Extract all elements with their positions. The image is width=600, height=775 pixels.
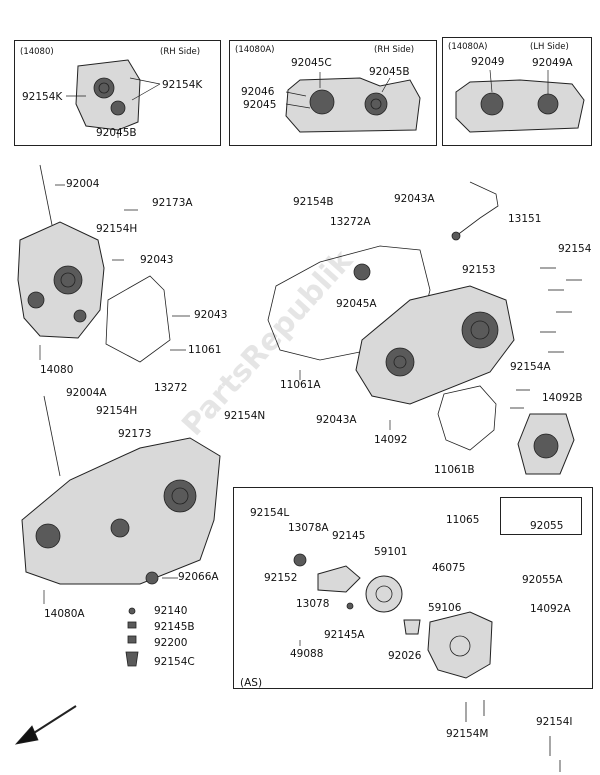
part-label: 92154N [224,410,266,422]
part-label: 92153 [462,264,496,276]
part-label: 11065 [446,514,480,526]
inset2-code: (14080A) [235,45,275,55]
cover-14092b [517,413,575,475]
part-label: 92055A [522,574,563,586]
part-label: 92173 [118,428,152,440]
part-label: 92066A [178,571,219,583]
part-label: 59106 [428,602,462,614]
inset3-label-1: 92049 [471,56,505,68]
bolt-set-92154 [510,267,582,409]
part-label: 92004A [66,387,107,399]
gasket-11061 [105,275,171,363]
part-label: 92055 [530,520,564,532]
small-parts-left [125,607,139,667]
part-label: 11061A [280,379,321,391]
part-label: 92145B [154,621,195,633]
part-label: 14092B [542,392,583,404]
gasket-11061b [437,385,497,451]
clutch-cover-14092 [267,245,515,430]
inset-crankcase-lh [455,69,585,133]
sensor-13151 [455,181,499,237]
part-label: 92173A [152,197,193,209]
part-label: 92043A [316,414,357,426]
part-label: 92145 [332,530,366,542]
part-label: 92154 [558,243,592,255]
part-label: 92154H [96,405,138,417]
bolts-bottom [465,700,561,772]
part-label: 92145A [324,629,365,641]
part-label: 92154H [96,223,138,235]
part-label: 14092 [374,434,408,446]
part-label: 92043 [194,309,228,321]
part-label: 14080 [40,364,74,376]
inset1-label-3: 92045B [96,127,137,139]
part-label: 92152 [264,572,298,584]
part-label: 92154L [250,507,290,519]
part-label: 49088 [290,648,324,660]
sub-box-11065 [500,497,582,535]
part-label: 14080A [44,608,85,620]
part-label: 59101 [374,546,408,558]
inset3-side: (LH Side) [530,42,569,52]
part-label: 13272A [330,216,371,228]
gear-assembly-49088 [293,553,493,679]
inset3-label-2: 92049A [532,57,573,69]
inset2-label-1: 92045C [291,57,332,69]
inset2-label-3: 92046 [241,86,275,98]
part-label: 92026 [388,650,422,662]
part-label: 92154C [154,656,195,668]
part-label: 92043 [140,254,174,266]
inset2-label-2: 92045B [369,66,410,78]
part-label: 92004 [66,178,100,190]
inset1-side: (RH Side) [160,47,201,57]
part-label: 13078 [296,598,330,610]
part-label: 92200 [154,637,188,649]
inset3-code: (14080A) [448,42,488,52]
part-label: 92043A [394,193,435,205]
inset1-code: (14080) [20,47,54,57]
part-label: 92154M [446,728,489,740]
inset-crankcase-rh-a [285,72,421,133]
part-label: 11061B [434,464,475,476]
inset1-label-2: 92154K [162,79,203,91]
inset1-label-1: 92154K [22,91,63,103]
direction-arrow-icon [14,705,77,745]
part-label: 11061 [188,344,222,356]
part-label: 92045A [336,298,377,310]
part-label: (AS) [240,677,263,689]
part-label: 13151 [508,213,542,225]
part-label: 92154I [536,716,573,728]
part-label: 92154B [293,196,334,208]
crankcase-14080 [17,164,138,360]
inset-crankcase-rh [66,59,161,138]
part-label: 14092A [530,603,571,615]
part-label: 46075 [432,562,466,574]
part-label: 92140 [154,605,188,617]
part-label: 92154A [510,361,551,373]
part-label: 13078A [288,522,329,534]
part-label: 13272 [154,382,188,394]
inset2-side: (RH Side) [374,45,415,55]
inset2-label-4: 92045 [243,99,277,111]
crankcase-14080a [21,395,221,604]
